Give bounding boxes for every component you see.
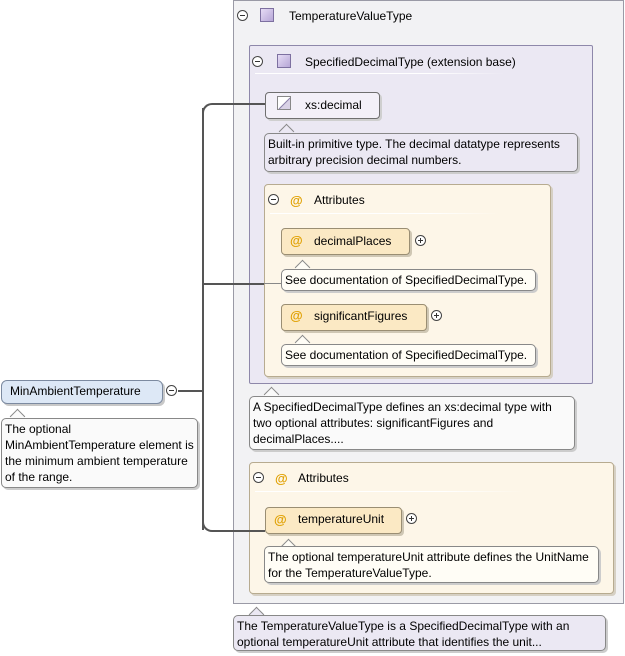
connector bbox=[215, 103, 265, 105]
attribute-name: temperatureUnit bbox=[298, 512, 385, 526]
connector bbox=[178, 390, 203, 392]
connector bbox=[204, 283, 264, 285]
element-pill[interactable] bbox=[1, 380, 163, 404]
complex-type-icon bbox=[260, 8, 274, 22]
attribute-icon: @ bbox=[274, 512, 287, 527]
extension-name[interactable]: SpecifiedDecimalType (extension base) bbox=[305, 55, 516, 69]
base-type-name: xs:decimal bbox=[305, 98, 362, 112]
attribute-doc: The optional temperatureUnit attribute d… bbox=[264, 546, 599, 583]
collapse-type-icon[interactable] bbox=[237, 10, 248, 21]
attribute-pill-significantfigures[interactable] bbox=[281, 304, 427, 331]
expand-icon[interactable] bbox=[406, 513, 417, 524]
attribute-group-icon: @ bbox=[275, 471, 288, 486]
collapse-element-icon[interactable] bbox=[166, 385, 177, 396]
element-name: MinAmbientTemperature bbox=[10, 384, 141, 398]
attribute-group-icon: @ bbox=[290, 193, 303, 208]
connector bbox=[215, 530, 265, 532]
complex-type-doc: The TemperatureValueType is a SpecifiedD… bbox=[233, 615, 606, 651]
attribute-icon: @ bbox=[290, 308, 303, 323]
attribute-icon: @ bbox=[290, 233, 303, 248]
base-type-doc: Built-in primitive type. The decimal dat… bbox=[264, 133, 578, 172]
attribute-name: decimalPlaces bbox=[314, 234, 392, 248]
collapse-extension-icon[interactable] bbox=[252, 56, 263, 67]
collapse-attributes-icon[interactable] bbox=[268, 194, 279, 205]
attribute-pill-temperatureunit[interactable] bbox=[265, 507, 402, 534]
attribute-doc: See documentation of SpecifiedDecimalTyp… bbox=[281, 344, 536, 366]
expand-icon[interactable] bbox=[431, 310, 442, 321]
attributes-label: Attributes bbox=[314, 193, 365, 207]
expand-icon[interactable] bbox=[415, 235, 426, 246]
collapse-attributes-icon[interactable] bbox=[253, 472, 264, 483]
connector bbox=[264, 283, 281, 284]
extension-doc: A SpecifiedDecimalType defines an xs:dec… bbox=[249, 396, 575, 450]
attributes-label: Attributes bbox=[298, 471, 349, 485]
attribute-doc: See documentation of SpecifiedDecimalTyp… bbox=[281, 269, 536, 291]
attribute-name: significantFigures bbox=[314, 309, 408, 323]
attribute-pill-decimalplaces[interactable] bbox=[281, 228, 410, 255]
complex-type-name[interactable]: TemperatureValueType bbox=[289, 9, 413, 23]
element-doc: The optional MinAmbientTemperature eleme… bbox=[1, 418, 198, 488]
connector bbox=[202, 108, 204, 530]
primitive-type-icon bbox=[277, 96, 291, 110]
complex-type-icon bbox=[277, 54, 291, 68]
